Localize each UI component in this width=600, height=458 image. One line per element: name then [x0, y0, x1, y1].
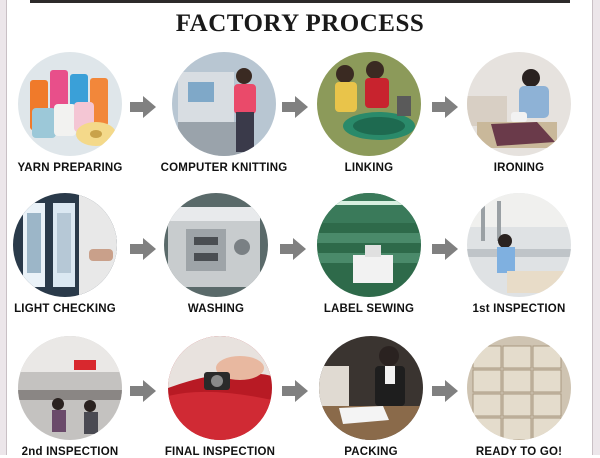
arrow-right-icon	[282, 96, 308, 118]
step-label-sewing: LABEL SEWING	[301, 193, 437, 315]
step-1st-inspection: 1st INSPECTION	[451, 193, 587, 315]
arrow-right-icon	[432, 238, 458, 260]
step-linking: LINKING	[301, 52, 437, 174]
step-computer-knitting: COMPUTER KNITTING	[156, 52, 292, 174]
step-packing: PACKING	[303, 336, 439, 458]
right-frame-edge	[592, 0, 600, 455]
packing-icon	[319, 336, 423, 440]
sewing-floor-icon	[317, 193, 421, 297]
step-label: LABEL SEWING	[323, 303, 415, 315]
step-label: LIGHT CHECKING	[14, 303, 116, 315]
step-label: COMPUTER KNITTING	[160, 162, 288, 174]
step-ironing: IRONING	[451, 52, 587, 174]
cartons-icon	[467, 336, 571, 440]
step-label: IRONING	[493, 162, 545, 174]
step-label: PACKING	[344, 446, 398, 458]
knitting-machine-icon	[172, 52, 276, 156]
step-label: 2nd INSPECTION	[21, 446, 119, 458]
top-banner-strip	[30, 0, 570, 3]
yarn-cones-icon	[18, 52, 122, 156]
left-frame-edge	[0, 0, 7, 455]
step-label: LINKING	[344, 162, 394, 174]
page-title: FACTORY PROCESS	[175, 10, 425, 37]
washing-machine-icon	[164, 193, 268, 297]
inspection-floor-icon	[467, 193, 571, 297]
linking-machine-icon	[317, 52, 421, 156]
workshop-icon	[18, 336, 122, 440]
step-label: WASHING	[187, 303, 245, 315]
arrow-right-icon	[432, 96, 458, 118]
arrow-right-icon	[130, 380, 156, 402]
light-table-icon	[13, 193, 117, 297]
step-label: YARN PREPARING	[17, 162, 123, 174]
arrow-right-icon	[432, 380, 458, 402]
step-yarn-preparing: YARN PREPARING	[2, 52, 138, 174]
step-label: FINAL INSPECTION	[164, 446, 276, 458]
arrow-right-icon	[130, 238, 156, 260]
arrow-right-icon	[130, 96, 156, 118]
step-final-inspection: FINAL INSPECTION	[152, 336, 288, 458]
step-ready-to-go: READY TO GO!	[451, 336, 587, 458]
iron-icon	[467, 52, 571, 156]
arrow-right-icon	[282, 380, 308, 402]
step-light-checking: LIGHT CHECKING	[0, 193, 133, 315]
step-label: 1st INSPECTION	[472, 303, 566, 315]
magnifier-icon	[168, 336, 272, 440]
step-washing: WASHING	[148, 193, 284, 315]
step-2nd-inspection: 2nd INSPECTION	[2, 336, 138, 458]
arrow-right-icon	[280, 238, 306, 260]
step-label: READY TO GO!	[475, 446, 563, 458]
